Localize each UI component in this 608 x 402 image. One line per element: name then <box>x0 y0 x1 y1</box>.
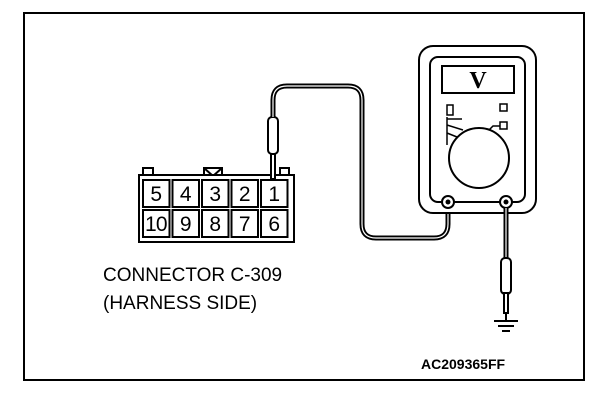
connector-pin-number: 2 <box>239 183 251 206</box>
connector-pin-number: 3 <box>209 183 221 206</box>
test-lead-wire-positive-inner <box>272 85 449 239</box>
ground-probe-tip <box>503 292 509 314</box>
connector-pin-number: 10 <box>145 213 168 236</box>
connector-pin-cell <box>201 209 230 238</box>
ground-probe-body <box>500 257 512 295</box>
range-indicator-right-1 <box>499 103 508 112</box>
probe-tip <box>270 152 276 180</box>
dial-range-ticks <box>446 117 500 145</box>
connector-pin-cell <box>142 209 171 238</box>
connector-pin-cell <box>142 179 171 208</box>
voltmeter: V <box>418 45 537 214</box>
probe-body <box>267 116 279 155</box>
figure-code: AC209365FF <box>421 356 505 372</box>
connector-pin-number: 6 <box>268 213 280 236</box>
test-probe-positive <box>267 116 279 180</box>
connector-pin-number: 8 <box>209 213 221 236</box>
range-indicator-left <box>446 104 454 116</box>
figure-frame <box>23 12 585 381</box>
volt-terminal-jack-center <box>503 199 509 205</box>
connector-pin-cell <box>201 179 230 208</box>
connector-pin-number: 9 <box>180 213 192 236</box>
com-terminal-jack-center <box>445 199 451 205</box>
voltmeter-display <box>441 65 515 94</box>
connector-caption-line2: (HARNESS SIDE) <box>103 293 257 314</box>
connector-pin-cell <box>230 179 259 208</box>
connector-pin-cell <box>260 209 289 238</box>
voltmeter-display-unit: V <box>469 68 487 94</box>
connector-pin-cell <box>171 209 200 238</box>
connector-pin-number: 7 <box>239 213 251 236</box>
connector-pin-cell <box>171 179 200 208</box>
ground-icon <box>494 313 518 332</box>
connector-pin-number: 4 <box>180 183 192 206</box>
connector-pin-number: 5 <box>150 183 162 206</box>
rotary-dial-icon <box>448 127 510 189</box>
range-indicator-right-2 <box>499 121 508 130</box>
test-probe-negative <box>500 257 512 314</box>
connector-caption-line1: CONNECTOR C-309 <box>103 265 282 286</box>
connector-pin-cell <box>230 209 259 238</box>
connector-pin-number: 1 <box>268 183 280 206</box>
